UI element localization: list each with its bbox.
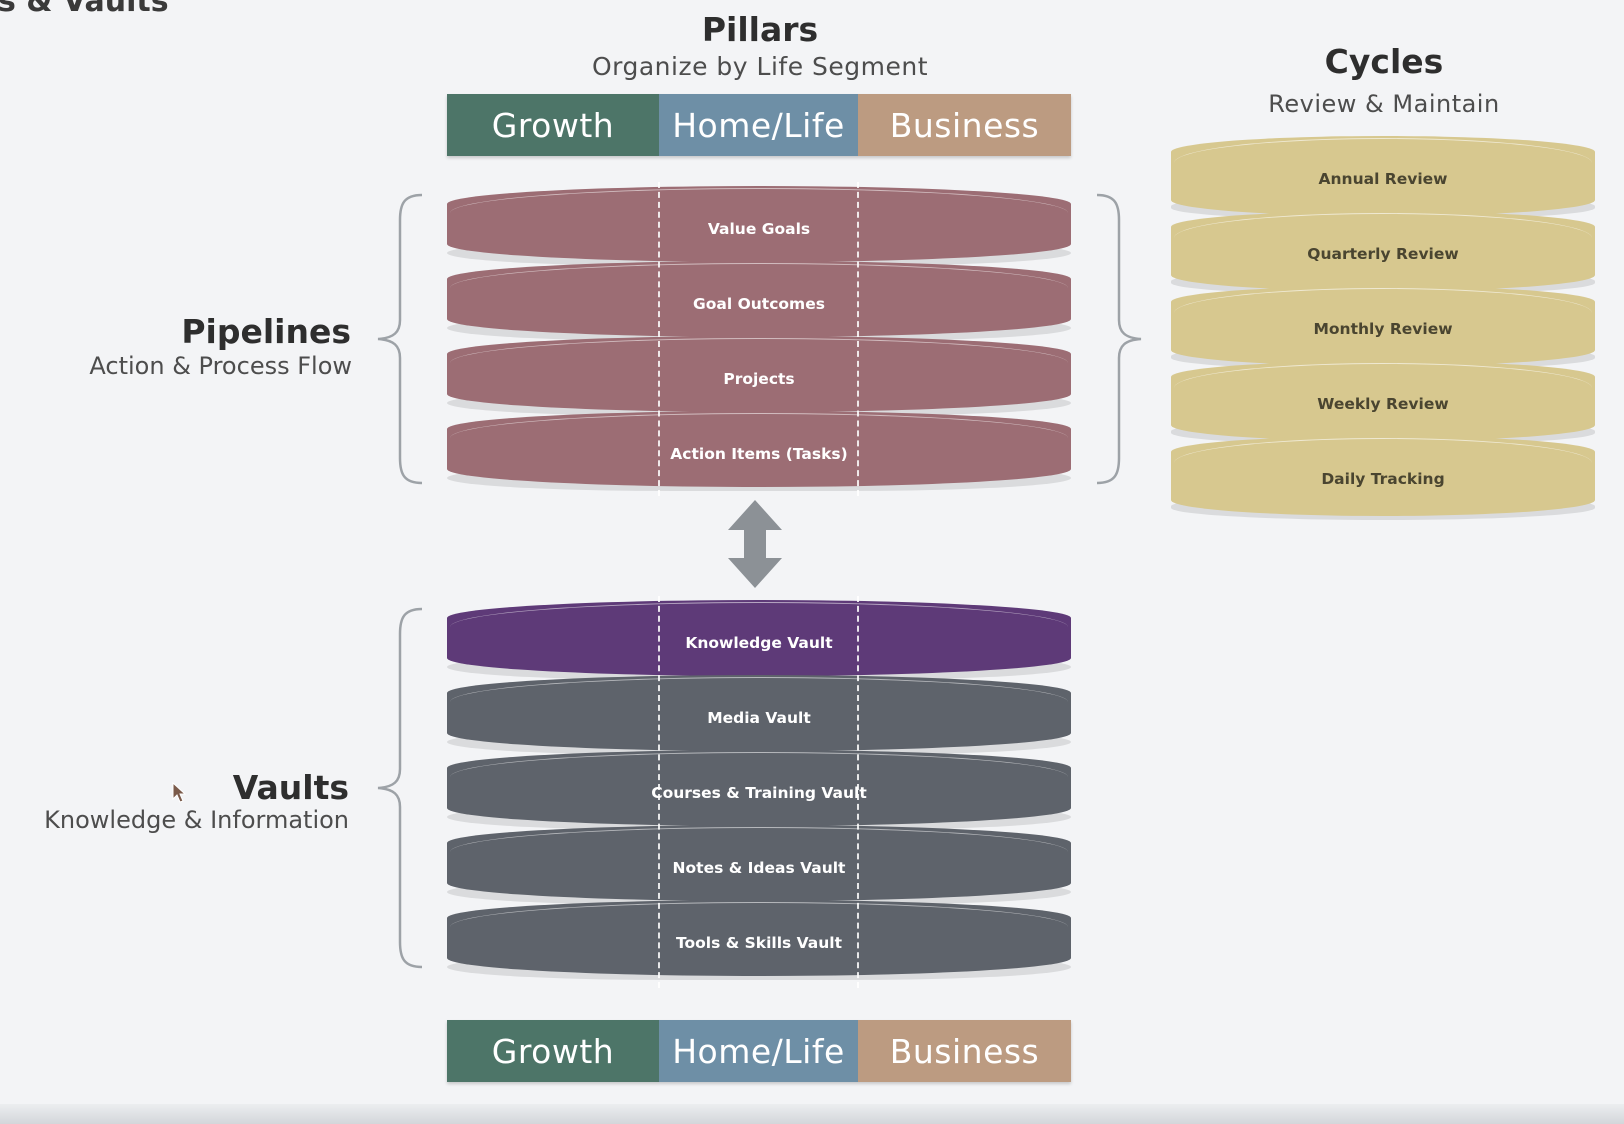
pipelines-brace-right <box>1096 193 1142 485</box>
pipelines-title: Pipelines <box>181 312 351 351</box>
pipeline-layer-label: Goal Outcomes <box>693 295 825 313</box>
vault-layer: Media Vault <box>447 675 1071 755</box>
pipeline-layer: Value Goals <box>447 186 1071 266</box>
pillars-bar-top: Growth Home/Life Business <box>447 94 1071 156</box>
cycle-layer-label: Daily Tracking <box>1321 470 1445 488</box>
cursor-icon <box>172 782 187 803</box>
pipeline-layer: Projects <box>447 336 1071 416</box>
cycle-layer-label: Annual Review <box>1318 170 1448 188</box>
vault-layer-label: Courses & Training Vault <box>651 784 867 802</box>
vault-layer-label: Tools & Skills Vault <box>675 934 843 952</box>
cycle-layer-label: Weekly Review <box>1317 395 1449 413</box>
cycles-subtitle: Review & Maintain <box>1268 90 1500 118</box>
vault-layer-label: Knowledge Vault <box>685 634 833 652</box>
vault-layer-label: Media Vault <box>707 709 811 727</box>
vault-layer-knowledge: Knowledge Vault <box>447 600 1071 680</box>
pillar-divider <box>658 596 660 988</box>
double-arrow-icon <box>728 500 782 588</box>
vaults-title: Vaults <box>232 768 349 807</box>
pipeline-layer-label: Value Goals <box>707 220 811 238</box>
cycle-layer: Annual Review <box>1171 136 1595 220</box>
cycle-layer: Daily Tracking <box>1171 436 1595 520</box>
vaults-subtitle: Knowledge & Information <box>44 806 349 834</box>
cycle-layer: Quarterly Review <box>1171 211 1595 295</box>
vault-layer-label: Notes & Ideas Vault <box>672 859 846 877</box>
cycle-layer-label: Monthly Review <box>1313 320 1453 338</box>
pillars-title: Pillars <box>701 10 819 49</box>
pillar-divider <box>857 596 859 988</box>
vault-layer: Courses & Training Vault <box>447 750 1071 830</box>
corner-title: s & Vaults <box>0 0 169 19</box>
pillar-divider <box>658 182 660 496</box>
cycle-layer: Weekly Review <box>1171 361 1595 445</box>
pipeline-layer-label: Action Items (Tasks) <box>670 445 848 463</box>
pipeline-layer-label: Projects <box>723 370 795 388</box>
pillars-subtitle: Organize by Life Segment <box>591 52 929 81</box>
cycles-title: Cycles <box>1324 42 1444 81</box>
vaults-stack: Knowledge Vault Media Vault Courses & Tr… <box>447 596 1071 988</box>
pillar-home-life: Home/Life <box>659 1020 858 1082</box>
pillar-business: Business <box>858 94 1071 156</box>
pillar-home-life: Home/Life <box>659 94 858 156</box>
vault-layer: Tools & Skills Vault <box>447 900 1071 980</box>
cycle-layer: Monthly Review <box>1171 286 1595 370</box>
pipeline-layer: Action Items (Tasks) <box>447 411 1071 491</box>
pipelines-brace-left <box>377 193 423 485</box>
pillar-growth: Growth <box>447 1020 659 1082</box>
pillar-growth: Growth <box>447 94 659 156</box>
vaults-brace-left <box>377 607 423 969</box>
pipelines-subtitle: Action & Process Flow <box>89 352 352 380</box>
cycles-stack: Annual Review Quarterly Review Monthly R… <box>1171 136 1595 520</box>
pillar-divider <box>857 182 859 496</box>
pipelines-stack: Value Goals Goal Outcomes Projects Actio… <box>447 182 1071 496</box>
pipeline-layer: Goal Outcomes <box>447 261 1071 341</box>
pillar-business: Business <box>858 1020 1071 1082</box>
pillars-bar-bottom: Growth Home/Life Business <box>447 1020 1071 1082</box>
vault-layer: Notes & Ideas Vault <box>447 825 1071 905</box>
bottom-bar <box>0 1104 1624 1124</box>
cycle-layer-label: Quarterly Review <box>1307 245 1459 263</box>
